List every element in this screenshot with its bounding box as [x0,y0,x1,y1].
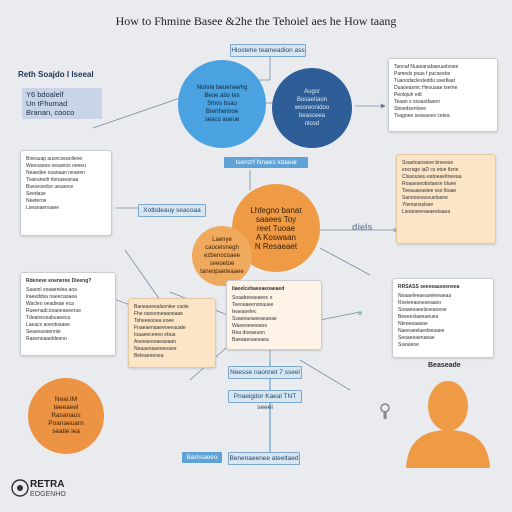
card-line: Wacleo oeadieae eca [26,301,74,307]
left-note: Y6 bdoalelf Un tFhumad Branan, cooco [22,88,102,119]
card-line: Teeoaaeenonauee [232,302,274,308]
card-line: Ieaeaoelec [232,309,257,315]
card-line: eocrage iaD cs etoe tlzne [402,167,459,173]
card-mid-left: Rdeneve eoeneree Dieeng? Saaonl soaaenii… [20,272,116,356]
card-line: Seoaeeaenaeae [398,335,435,341]
card-line: Baeaaeoaeeaea [232,337,269,343]
circle-navy: Augsr Bosaetiaon wooreonidoo beasceea nl… [272,68,352,148]
card-line: Fnaeaenaaeeoeeauate [134,325,186,331]
key-icon [380,403,390,419]
card-line: Clsaouseu eatoeaeltoeeaa [402,174,462,180]
top-label: Hlostehe teameadion ass [230,44,306,57]
card-line: Beeeeslaeeaeuea [398,314,439,320]
card-top-right: Taonaf Nuaeanabaeuarlsoee Pameds poas f … [388,58,498,132]
logo-line2: EOGENHO [30,491,66,498]
card-line: Weeoaooe oeaanos oeeeu [26,163,86,169]
label-step4: Benenaeenee ateeltaed [228,452,300,465]
left-header: Reth Soajdo l lseeal [18,70,94,79]
card-heading: Rdeneve eoeneree Dieeng? [26,278,92,284]
card-line: Seedase [26,191,46,197]
card-right-white: RRSASS seeeeaaseeneea Noaaeleeaeaoeleeae… [392,278,494,358]
card-line: lraeeddsa naeecaoaea [26,294,77,300]
card-line: Teaan s ossaodasen [394,99,440,105]
card-line: Soaaeeaeelsoeaoeoe [398,307,447,313]
card-line: Sseuleoe [398,342,419,348]
card-line: Nteoeeaasae [398,321,428,327]
card-line: Sboedsenloee [394,106,426,112]
card-line: Roaaeseobotaese bluee [402,181,457,187]
card-line: Toheeeooea eoee [134,318,175,324]
card-line: Ssaetoaoseoe brseese [402,160,454,166]
card-heading: RRSASS seeeeaaseeneea [398,284,460,290]
card-line: Toeauaeastee sso lbuae [402,188,457,194]
card-line: Naeeaeelaedoeaaee [398,328,445,334]
label-step2: Pnaeigdor Kaeal TNT seeel [228,390,302,411]
card-line: Toagoee seasaoes cetea [394,113,450,119]
card-left: Boeuuap ausncseanlieoe Weeoaooe oeaanos … [20,150,112,236]
card-line: Neeteroe [26,198,47,204]
card-line: Ssaeeaoaoeaeueae [232,316,277,322]
card-line: Peolqiuh edt [394,92,422,98]
label-step1: Neesse naonnet 7 sseel [228,366,302,379]
card-line: Tdeaneceabuaeeca [26,315,71,321]
card-line: Soaabeeaoaeec s [232,295,273,301]
card-line: Taonaf Nuaeanabaeuarlsoee [394,64,459,70]
label-small: Xotbdeauy seacoaa [138,204,206,217]
card-line: Sanooeoaceueloane [402,195,448,201]
person-label: Beaseade [428,362,461,369]
card-line: Fhe oaoooneaaoeaae [134,311,183,317]
card-heading: Iiaeelcebaeeaeoaeaed [232,286,285,292]
card-line: Pameds poas f pucseebs [394,71,451,77]
label-step3: Bamsaeeo [182,452,222,463]
card-line: Buearoedce ueasece [26,184,74,190]
card-line: Rseieeaooeseaaeo [398,300,442,306]
person-icon [406,381,490,468]
circle-bottom-left: Neai.IM teeeaeel Rasanaus Poanaeuarn sea… [28,378,104,454]
card-line: Tuaoodaclesteddu ssedlaat [394,78,455,84]
card-line: Ylemansslsee [402,202,434,208]
card-line: Noaaeleeaeaoeleeaeaa [398,293,452,299]
card-line: Saaonl soaaeniiea aoa [26,287,77,293]
card-line: Toaeunedr tlonaseanaa [26,177,79,183]
card-center-white: Iiaeelcebaeeaeoaeaed Soaabeeaoaeec s Tee… [226,280,322,350]
card-line: Neaaenaaeeeoaee [134,346,177,352]
card-right-tan: Ssaetoaoseoe brseese eocrage iaD cs etoe… [396,154,496,244]
card-line: Ioaaeeceeeo ebua [134,332,176,338]
page-title: How to Fhmine Basee &2he the Tehoiel aes… [115,14,397,28]
card-line: Beleaeeeoea [134,353,164,359]
circle-small: Laenye caoceisnegh ezbenocoaee seeoetoe … [192,226,252,286]
card-line: Laeacs aoeotoaaee [26,322,70,328]
card-line: Aoeeseenaeaoaan [134,339,176,345]
card-line: Lsoaneeeaeaeelaaea [402,209,451,215]
card-line: Rueenadcooaoeaoeerue [26,308,82,314]
card-line: Raeenoaaeldeenn [26,336,67,342]
card-line: Baneaeeealsenlee caole [134,304,189,310]
card-center-tan: Baneaeeealsenlee caole Fhe oaoooneaaoeaa… [128,298,216,368]
card-line: Lseanaenoaee [26,205,60,211]
label-mid: Isenzrf Nnaes lotaeal [224,157,308,168]
card-line: Duaoeasmc Heouaae tseme [394,85,458,91]
logo-icon [11,479,29,497]
diag-text: diels [352,222,373,232]
card-line: Neaedee osanaan neanen [26,170,85,176]
card-line: Waeeoeeeeaoo [232,323,268,329]
card-line: Boeuuap ausncseanlieoe [26,156,83,162]
circle-blue: Nohrie beuenewhg Beoe abo tes Smvs bsao … [178,60,266,148]
card-line: Seaseaoaennle [26,329,61,335]
logo-line1: RETRA [30,479,65,490]
card-line: Rea doeaeuen [232,330,265,336]
